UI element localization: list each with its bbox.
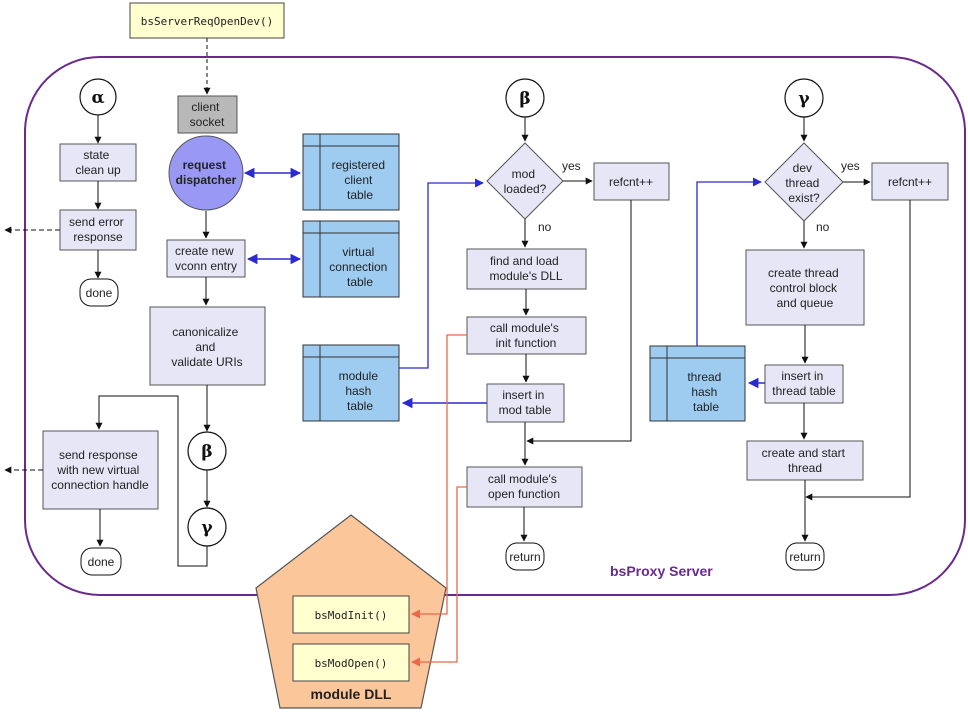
create-start-text: create and start thread [762, 446, 849, 475]
thread-yes-label: yes [841, 159, 860, 173]
thread-hash-table [649, 345, 746, 422]
client-socket-box [177, 95, 238, 134]
gamma-label-right: γ [798, 89, 810, 109]
create-tcb-box [745, 249, 865, 326]
create-vconn-text: create new vconn entry [175, 244, 237, 273]
refcnt-box-right [871, 162, 949, 201]
mod-loaded-text: mod loaded? [504, 167, 547, 196]
arrow-modtable-decision [399, 178, 484, 369]
send-error-box [59, 209, 137, 251]
return-terminator-middle [505, 542, 545, 571]
client-socket-text: client socket [190, 100, 225, 129]
return-label-right: return [789, 550, 820, 564]
refcnt-label-right: refcnt++ [888, 175, 932, 189]
call-init-box [466, 316, 587, 355]
create-start-box [746, 440, 864, 481]
done-label-2: done [88, 555, 115, 569]
registered-client-table [302, 133, 400, 211]
canonicalize-box [149, 306, 266, 386]
bsproxy-server-boundary [24, 56, 966, 596]
thread-table-text: thread hash table [687, 370, 724, 414]
refcnt-label-middle: refcnt++ [609, 175, 653, 189]
mod-yes-label: yes [562, 159, 581, 173]
insert-mod-text: insert in mod table [499, 388, 552, 417]
beta-label-left: β [201, 442, 212, 462]
alpha-label: α [91, 88, 104, 108]
arrow-refcnt-merge [526, 200, 632, 445]
arrow-threadtable-decision [696, 177, 762, 346]
call-open-text: call module's open function [488, 472, 560, 501]
registered-table-text: registered client table [332, 158, 389, 202]
arrow-open-to-bsmodopen [411, 486, 467, 667]
return-terminator-right [785, 542, 825, 571]
bsmodinit-box [292, 595, 410, 634]
send-response-box [42, 430, 159, 510]
thread-no-label: no [816, 220, 830, 234]
mod-no-label: no [538, 220, 552, 234]
module-table-text: module hash table [339, 369, 382, 413]
send-error-text: send error response [69, 215, 127, 244]
arrow-gamma-to-response [95, 395, 208, 567]
bsmodopen-label: bsModOpen() [315, 657, 388, 670]
request-dispatcher [168, 135, 244, 211]
refcnt-box-middle [593, 162, 670, 201]
virtual-table-text: virtual connection table [329, 245, 390, 289]
done-label-1: done [86, 286, 113, 300]
module-hash-table [302, 344, 400, 422]
create-tcb-text: create thread control block and queue [768, 266, 842, 310]
mod-loaded-decision [486, 142, 564, 220]
create-vconn-box [166, 239, 246, 278]
done-terminator-1 [79, 278, 119, 307]
top-call-label: bsServerReqOpenDev() [141, 15, 273, 28]
send-response-text: send response with new virtual connectio… [51, 448, 149, 492]
find-load-text: find and load module's DLL [490, 254, 563, 283]
bsmodinit-label: bsModInit() [315, 609, 388, 622]
call-init-text: call module's init function [490, 321, 562, 350]
dispatcher-text: request dispatcher [176, 158, 237, 187]
virtual-connection-table [302, 220, 400, 298]
module-dll-label: module DLL [311, 686, 392, 702]
server-label: bsProxy Server [610, 563, 713, 579]
state-cleanup-box [59, 143, 137, 182]
insert-thread-box [764, 364, 844, 404]
arrow-init-to-bsmodinit [411, 334, 467, 619]
bsmodopen-box [292, 643, 410, 682]
gamma-label-left: γ [201, 518, 213, 538]
state-cleanup-text: state clean up [75, 148, 121, 177]
insert-mod-box [486, 383, 565, 423]
canonicalize-text: canonicalize and validate URIs [171, 325, 242, 369]
find-load-box [466, 248, 587, 290]
insert-thread-text: insert in thread table [772, 369, 836, 398]
arrow-refcnt-merge-right [805, 200, 911, 501]
beta-label-middle: β [519, 89, 530, 109]
done-terminator-2 [80, 547, 122, 576]
return-label-middle: return [509, 550, 540, 564]
thread-exist-text: dev thread exist? [785, 161, 822, 205]
